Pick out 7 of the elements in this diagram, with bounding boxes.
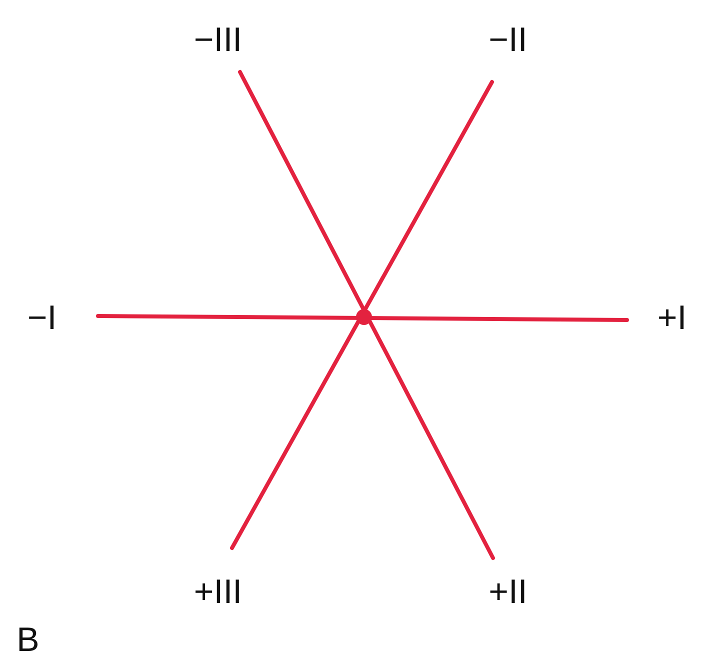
panel-letter: B <box>16 620 40 660</box>
axis-label: +III <box>194 572 242 612</box>
axis-label: −III <box>194 20 242 60</box>
axis-label: +II <box>488 572 528 612</box>
axis-label: −II <box>488 20 528 60</box>
axis-label: −I <box>27 298 57 338</box>
axis-label: +I <box>657 298 687 338</box>
